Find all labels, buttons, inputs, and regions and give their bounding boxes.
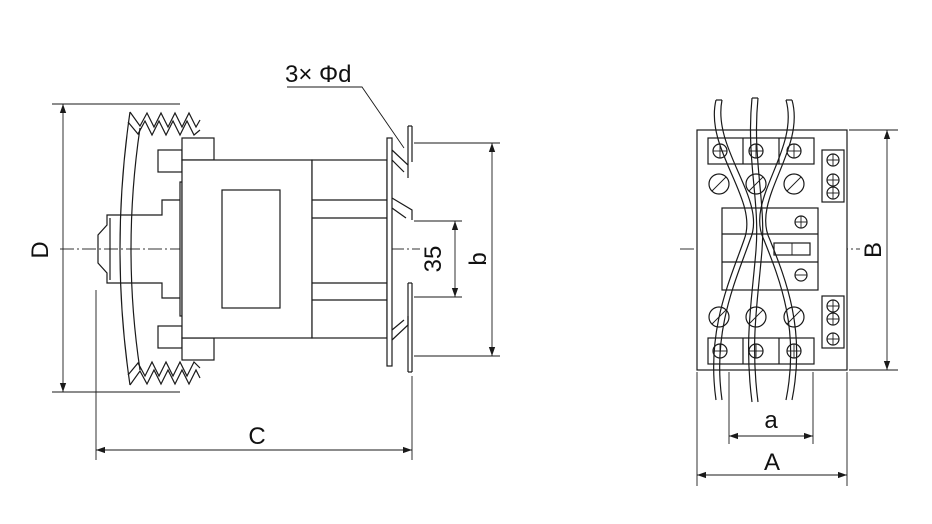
aux-terminals: [821, 149, 845, 349]
label-holes: 3× Φd: [285, 61, 352, 88]
label-C: C: [248, 423, 265, 450]
label-B: B: [860, 242, 887, 258]
label-b: b: [465, 252, 492, 265]
label-35: 35: [420, 246, 447, 273]
front-view: B a A: [680, 97, 898, 486]
central-module: [721, 207, 819, 291]
label-D: D: [27, 241, 54, 258]
label-a: a: [764, 407, 778, 434]
label-A: A: [764, 449, 780, 476]
holes-leader: [287, 86, 405, 149]
side-view: 3× Φd D C 35 b: [27, 61, 500, 460]
wire-loops: [713, 97, 798, 403]
coil-window: [221, 189, 281, 309]
mounting-plate: [386, 137, 393, 367]
contactor-body: [181, 125, 413, 373]
